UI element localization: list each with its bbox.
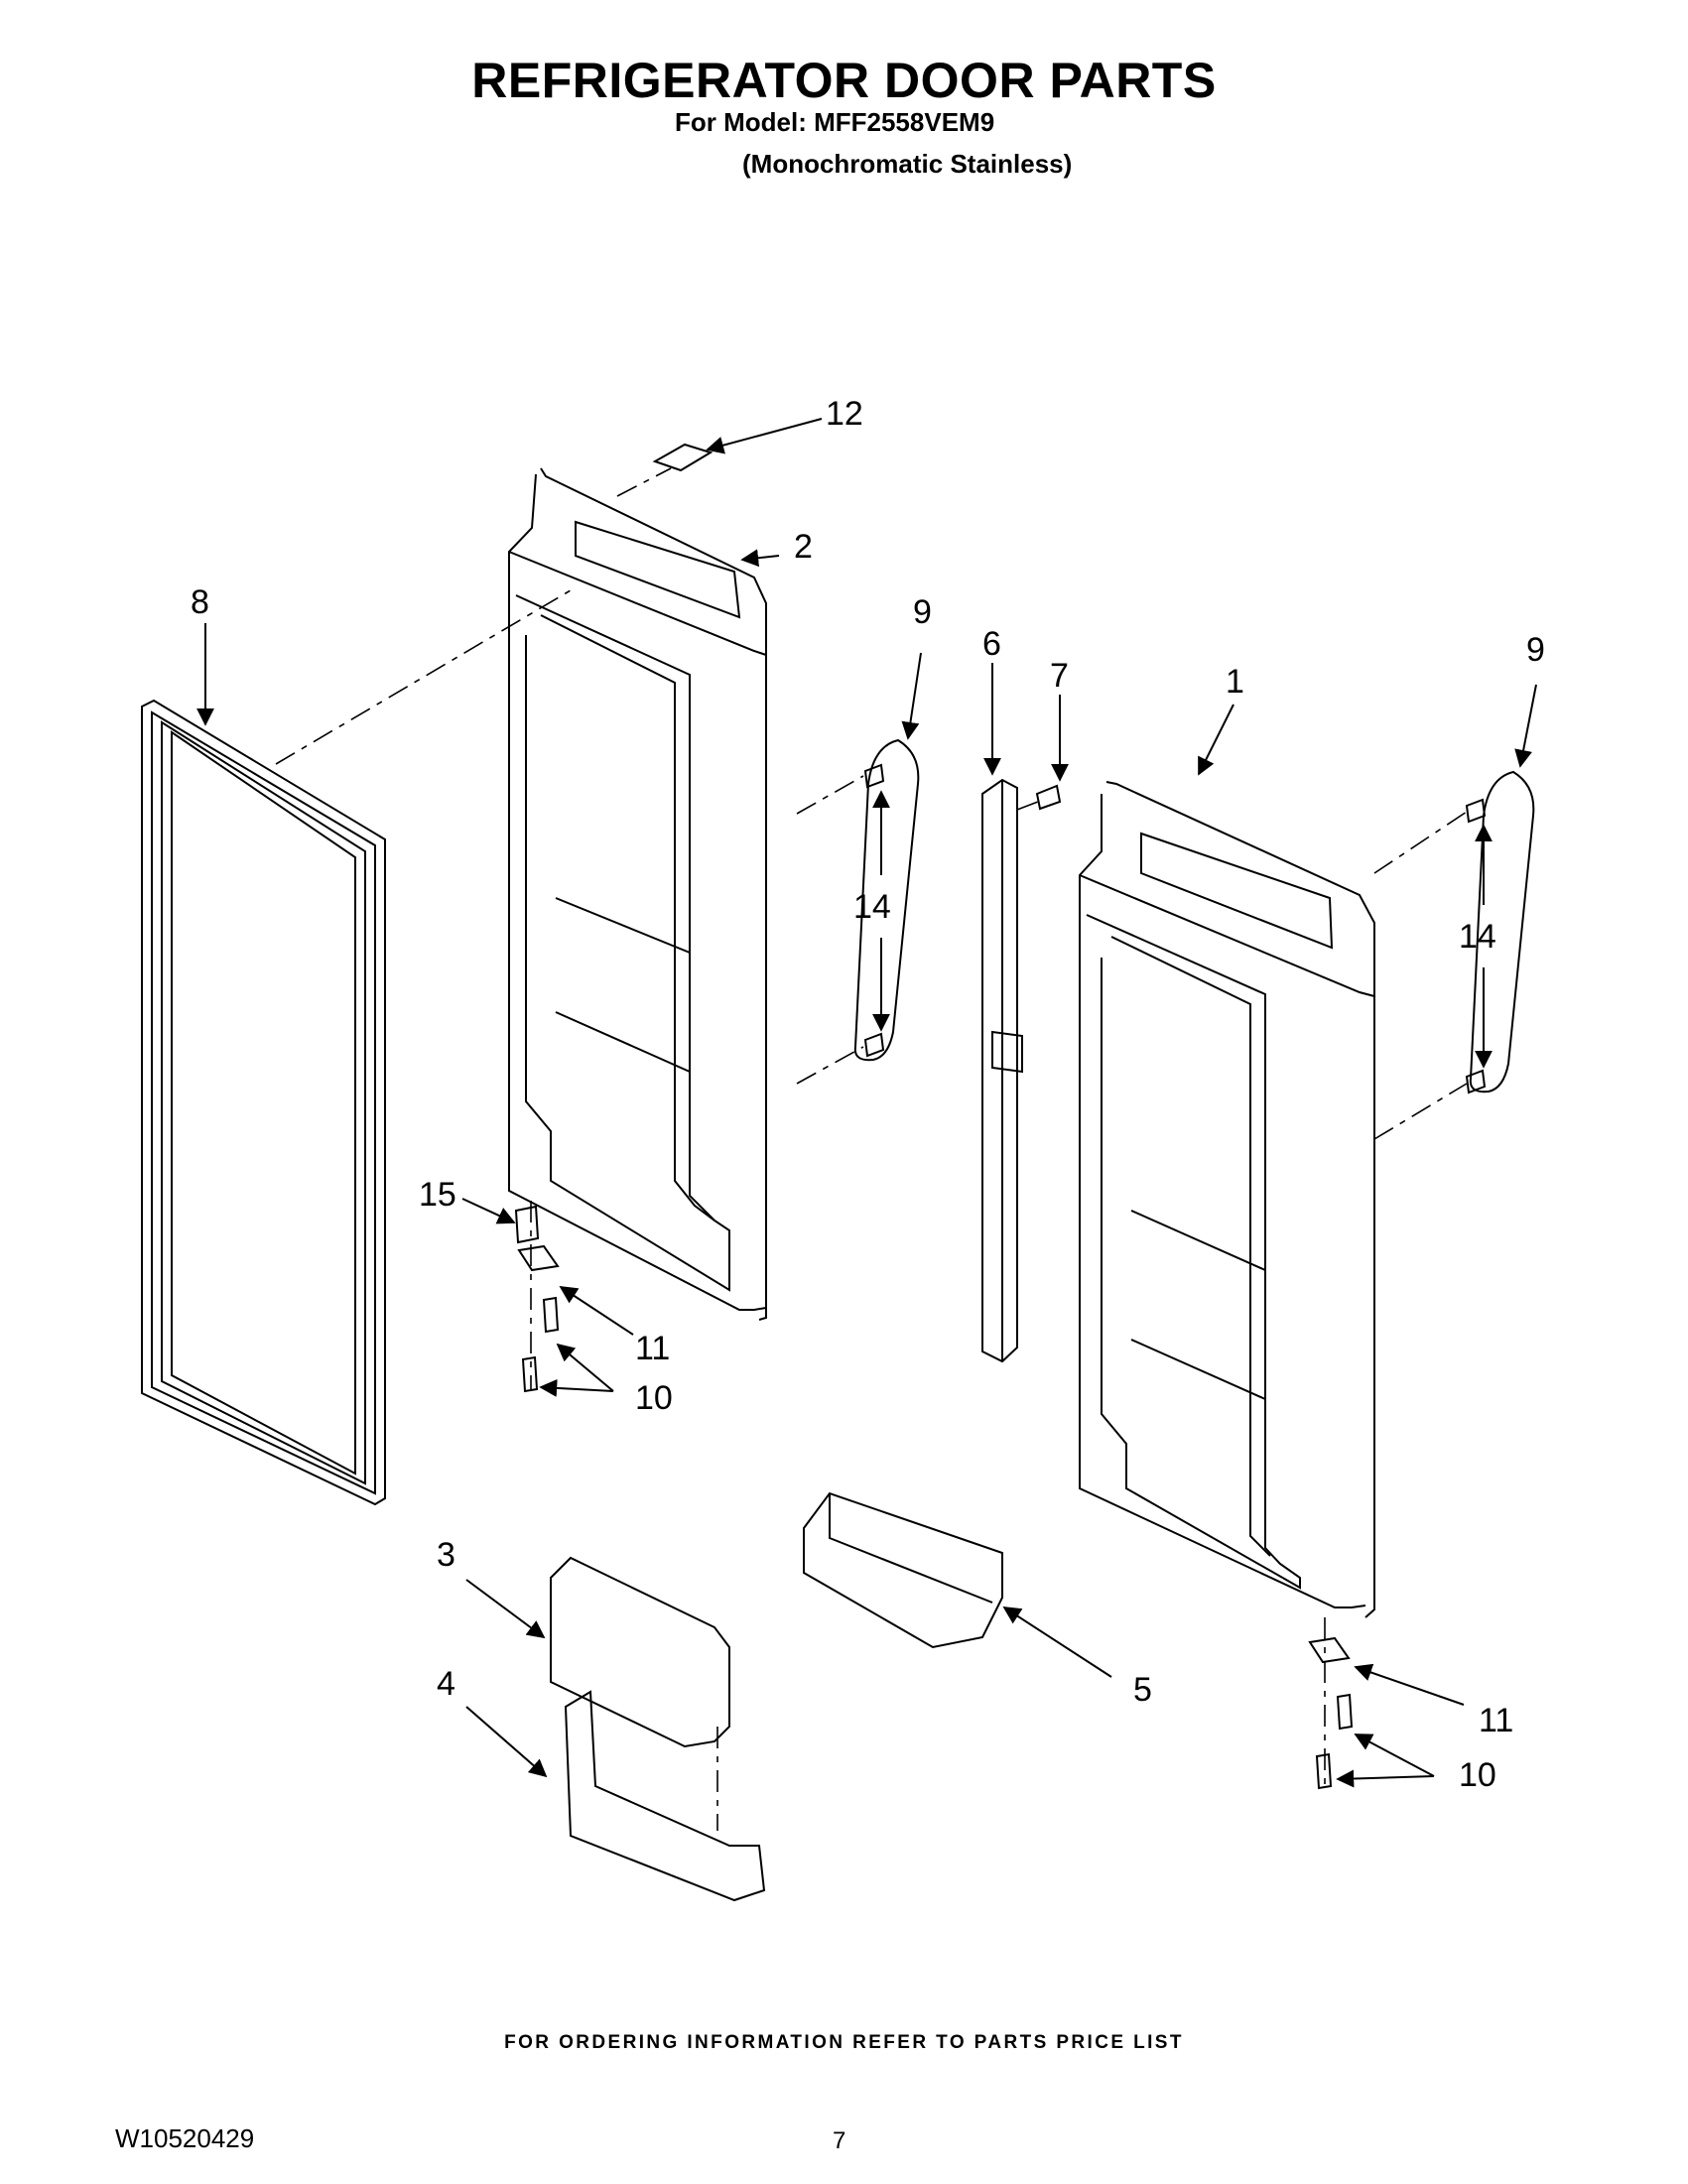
left-door-handle-part [853, 738, 920, 1062]
hinge-screw-right-b [1315, 1752, 1333, 1790]
leader-arrow-10-left-a [556, 1343, 614, 1392]
page-number: 7 [833, 2127, 846, 2154]
leader-arrow-3 [465, 1579, 546, 1639]
leader-arrow-9-left [901, 652, 922, 740]
page-title: REFRIGERATOR DOOR PARTS [471, 53, 1217, 108]
leader-arrow-12 [706, 418, 823, 454]
bin-frame-part [564, 1690, 766, 1902]
leader-arrow-10-right-b [1336, 1769, 1435, 1788]
callout-11-right: 11 [1479, 1702, 1513, 1739]
callout-3: 3 [437, 1536, 455, 1574]
model-subtitle: For Model: MFF2558VEM9 [675, 107, 995, 137]
callout-9-right: 9 [1526, 631, 1545, 669]
leader-arrow-11-left [559, 1286, 634, 1336]
handle-mounting-stud-lower-left [863, 1032, 885, 1058]
callout-15: 15 [419, 1176, 456, 1214]
callout-4: 4 [437, 1665, 455, 1703]
leader-arrow-2 [740, 549, 780, 568]
callout-9-left: 9 [913, 593, 932, 631]
assembly-line-right-handle-upper [1373, 811, 1468, 874]
leader-arrow-5 [1002, 1606, 1112, 1678]
right-door-handle-part [1469, 770, 1535, 1093]
leader-arrow-1 [1198, 704, 1234, 776]
assembly-line-left-handle-upper [796, 775, 864, 815]
callout-5: 5 [1133, 1671, 1152, 1709]
assembly-line-seal [616, 467, 672, 497]
hinge-plate-right-part [1308, 1636, 1351, 1664]
leader-arrow-10-left-b [539, 1378, 614, 1397]
callout-14-right: 14 [1459, 918, 1496, 956]
leader-arrow-9-right [1514, 684, 1537, 768]
callout-7: 7 [1050, 657, 1069, 695]
handle-mounting-stud-upper-right [1465, 798, 1487, 824]
hinge-bushing-part [514, 1205, 540, 1244]
door-bin-part [803, 1491, 1003, 1649]
callout-14-left: 14 [853, 888, 891, 926]
handle-mounting-stud-lower-right [1465, 1069, 1487, 1094]
handle-mounting-stud-upper-left [863, 763, 885, 789]
finish-subtitle: (Monochromatic Stainless) [742, 149, 1073, 179]
ordering-note: FOR ORDERING INFORMATION REFER TO PARTS … [504, 2032, 1184, 2053]
hinge-screw-left-a [542, 1296, 560, 1334]
seal-ring-part [652, 443, 714, 472]
callout-11-left: 11 [635, 1330, 670, 1367]
center-mullion-part [981, 778, 1023, 1363]
leader-arrow-4 [465, 1706, 548, 1778]
left-door-liner-part [508, 467, 767, 1321]
bin-cover-part [550, 1556, 730, 1748]
callout-12: 12 [826, 395, 863, 433]
leader-arrow-11-right [1354, 1663, 1465, 1706]
assembly-line-left-handle-lower [796, 1046, 864, 1085]
door-gasket-part [141, 699, 386, 1506]
document-number: W10520429 [115, 2123, 255, 2153]
leader-arrow-10-right-a [1354, 1734, 1435, 1777]
hinge-screw-right-a [1336, 1693, 1354, 1731]
callout-10-right: 10 [1459, 1756, 1496, 1794]
assembly-line-gasket [275, 586, 577, 765]
callout-1: 1 [1226, 663, 1244, 701]
callout-2: 2 [794, 528, 813, 566]
callout-8: 8 [191, 583, 209, 621]
assembly-line-right-handle-lower [1373, 1083, 1468, 1140]
hinge-screw-left-b [521, 1355, 539, 1393]
assembly-line-screw-7 [1016, 801, 1039, 811]
right-door-liner-part [1079, 781, 1375, 1618]
callout-10-left: 10 [635, 1379, 673, 1417]
callout-6: 6 [982, 625, 1001, 663]
hinge-plate-left-part [517, 1244, 560, 1272]
leader-arrow-15 [461, 1198, 516, 1224]
screw-part [1035, 784, 1062, 811]
